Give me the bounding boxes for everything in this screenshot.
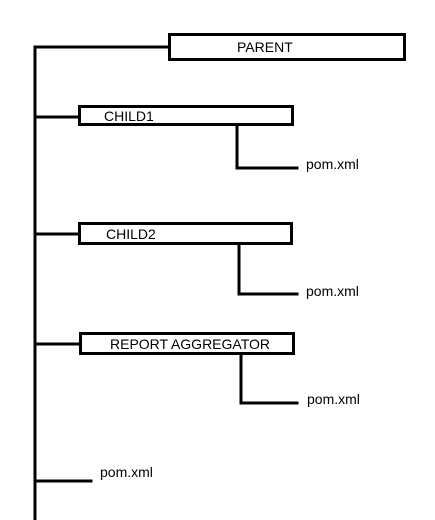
child2-box: CHILD2 [78, 222, 293, 245]
child1-label: CHILD1 [104, 107, 154, 124]
report-aggregator-pom-file: pom.xml [307, 391, 360, 407]
child2-pom-file: pom.xml [306, 283, 359, 299]
child1-box: CHILD1 [78, 105, 294, 126]
report-aggregator-label: REPORT AGGREGATOR [110, 335, 271, 352]
report-aggregator-box: REPORT AGGREGATOR [79, 332, 295, 355]
parent-box: PARENT [168, 33, 406, 61]
parent-label: PARENT [237, 39, 293, 55]
connector-report-aggregator-pom [239, 352, 299, 405]
connector-child2-pom [237, 243, 299, 296]
root-pom-file: pom.xml [100, 464, 153, 480]
child1-pom-file: pom.xml [306, 156, 359, 172]
connector-child1-pom [235, 123, 299, 170]
child2-label: CHILD2 [106, 225, 156, 242]
